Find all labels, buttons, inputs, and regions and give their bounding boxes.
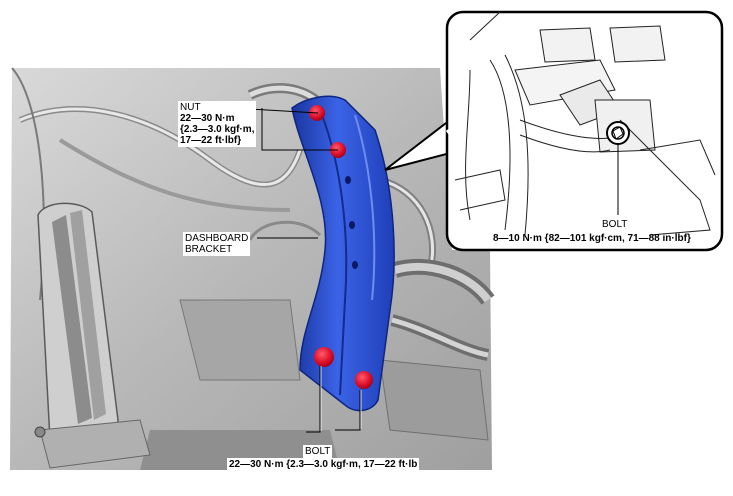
- dashboard-bracket: [291, 95, 395, 412]
- bracket-line2: BRACKET: [185, 244, 233, 255]
- leader-lines-white: [320, 366, 362, 431]
- fastener-bolt-left: [314, 347, 334, 367]
- bolt-bottom-name: BOLT: [303, 445, 333, 458]
- bolt-bottom-torque: 22—30 N·m {2.3—3.0 kgf·m, 17—22 ft·lb: [227, 458, 420, 471]
- bracket-line1: DASHBOARD: [185, 233, 249, 244]
- nut-name: NUT: [180, 102, 201, 113]
- nut-torque-nm: 22—30 N·m: [180, 113, 235, 124]
- bolt-inset-name: BOLT: [602, 219, 628, 230]
- fastener-bolt-right: [355, 371, 373, 389]
- nut-torque-kgf: {2.3—3.0 kgf·m,: [180, 124, 255, 135]
- nut-torque-ftlbf: 17—22 ft·lbf}: [180, 135, 242, 146]
- nut-label: NUT 22—30 N·m {2.3—3.0 kgf·m, 17—22 ft·l…: [178, 101, 257, 147]
- dashboard-bracket-label: DASHBOARD BRACKET: [183, 232, 251, 256]
- bolt-inset-torque: 8—10 N·m {82—101 kgf·cm, 71—88 in·lbf}: [493, 233, 691, 244]
- inset-bolt-icon: [606, 121, 630, 145]
- accelerator-pedal: [34, 202, 151, 469]
- inset-detail: [445, 10, 724, 252]
